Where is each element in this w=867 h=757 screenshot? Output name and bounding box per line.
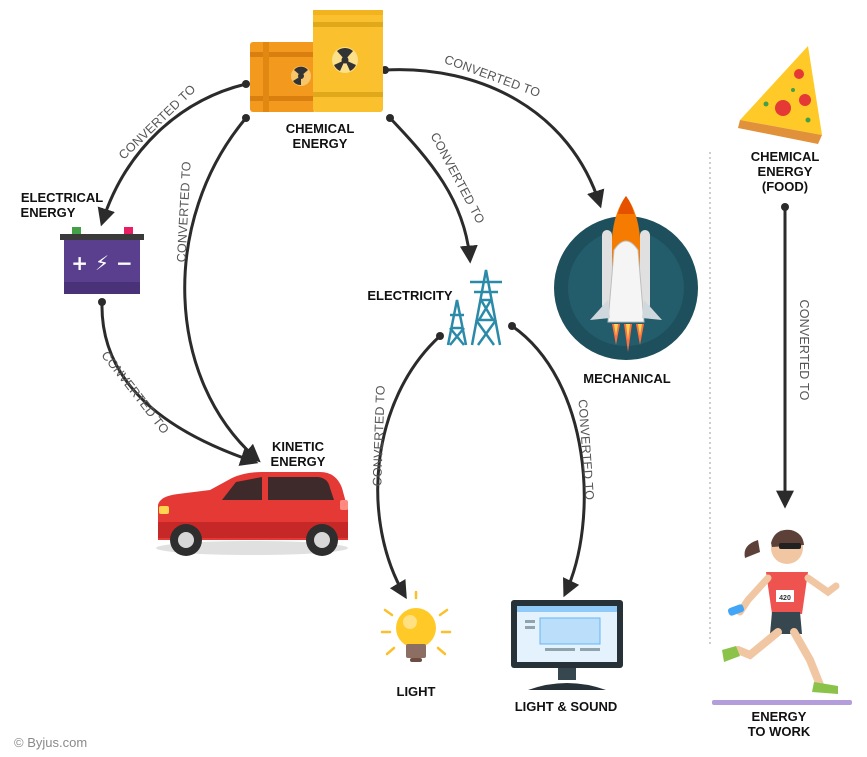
arrow-chemical-to-electrical — [97, 82, 247, 227]
kinetic-energy-label-line2: ENERGY — [271, 454, 326, 469]
power-tower-illustration — [446, 269, 502, 346]
arrow-electricity-to-light — [376, 334, 442, 600]
work-label-line1: ENERGY — [752, 709, 807, 724]
arrow-chemical-to-kinetic — [183, 117, 261, 463]
food-label-line2: ENERGY — [758, 164, 813, 179]
arrows — [97, 66, 794, 600]
arrow-electricity-to-light-sound — [511, 324, 586, 598]
electrical-energy-label-line1: ELECTRICAL — [21, 190, 103, 205]
food-label-line3: (FOOD) — [762, 179, 808, 194]
light-bulb-illustration — [380, 590, 452, 662]
edge-label-electrical-kinetic: CONVERTED TO — [99, 348, 172, 436]
edge-label-food-work: CONVERTED TO — [797, 299, 811, 400]
light-label: LIGHT — [397, 684, 436, 699]
light-sound-label: LIGHT & SOUND — [515, 699, 618, 714]
chemical-energy-label-line1: CHEMICAL — [286, 121, 355, 136]
arrow-electrical-to-kinetic — [100, 301, 259, 466]
runner-bib-number: 420 — [779, 595, 791, 602]
edge-label-chemical-electrical: CONVERTED TO — [116, 82, 198, 162]
battery-illustration: + ⚡ − — [60, 227, 144, 294]
mechanical-label: MECHANICAL — [583, 371, 670, 386]
monitor-illustration — [511, 600, 623, 690]
work-label-line2: TO WORK — [748, 724, 811, 739]
arrow-chemical-to-electricity — [388, 116, 478, 264]
electricity-label: ELECTRICITY — [367, 288, 453, 303]
battery-symbols: + ⚡ − — [71, 251, 132, 275]
kinetic-energy-label-line1: KINETIC — [272, 439, 325, 454]
electrical-energy-label-line2: ENERGY — [21, 205, 76, 220]
rocket-illustration — [554, 196, 698, 360]
edge-label-electricity-light: CONVERTED TO — [370, 385, 388, 487]
edge-label-chemical-kinetic: CONVERTED TO — [174, 161, 193, 263]
food-label-line1: CHEMICAL — [751, 149, 820, 164]
arrow-chemical-to-mechanical — [384, 68, 605, 209]
edge-labels: CONVERTED TO CONVERTED TO CONVERTED TO C… — [99, 52, 811, 500]
oil-barrels-illustration — [250, 10, 383, 112]
pizza-slice-illustration — [738, 46, 822, 144]
car-illustration — [156, 472, 348, 556]
chemical-energy-label-line2: ENERGY — [293, 136, 348, 151]
runner-illustration: 420 — [712, 529, 852, 705]
credit-text: © Byjus.com — [14, 735, 87, 750]
edge-label-electricity-light-sound: CONVERTED TO — [575, 399, 596, 501]
